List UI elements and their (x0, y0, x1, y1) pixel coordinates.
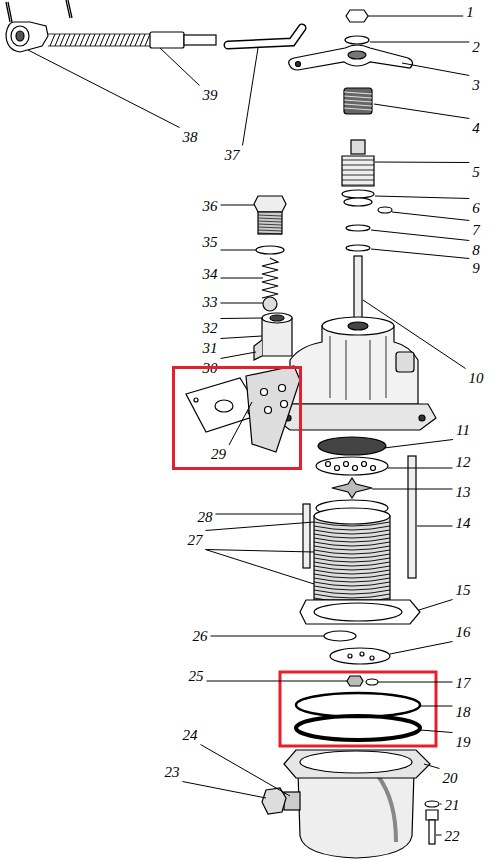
callout-number: 36 (203, 199, 218, 214)
leader-line (206, 522, 315, 531)
leader-line (417, 526, 453, 527)
leader-line (371, 230, 469, 241)
leader-line (388, 468, 453, 469)
leader-line (375, 162, 469, 164)
leader-line (368, 16, 463, 17)
callout-number: 12 (456, 455, 471, 470)
leader-line (28, 50, 180, 128)
leader-line (211, 636, 325, 637)
callout-number: 27 (188, 533, 203, 548)
callout-number: 34 (203, 267, 218, 282)
callout-number: 37 (225, 148, 240, 163)
callout-number: 28 (198, 510, 213, 525)
leader-line (390, 642, 453, 655)
callout-number: 10 (469, 371, 484, 386)
callout-number: 35 (203, 235, 218, 250)
leader-line (419, 600, 453, 611)
leader-line (206, 550, 315, 553)
leader-line (229, 402, 252, 445)
leader-line (436, 835, 442, 836)
leader-line (440, 804, 442, 805)
leader-line (201, 745, 291, 797)
leader-line (221, 336, 263, 339)
callout-number: 39 (203, 88, 218, 103)
leader-line (378, 682, 453, 683)
leader-line (221, 318, 264, 320)
callout-number: 24 (183, 728, 198, 743)
callout-number: 8 (472, 243, 480, 258)
callout-number: 21 (445, 798, 460, 813)
leader-line (207, 681, 348, 682)
leader-line (221, 303, 264, 304)
leader-line (243, 48, 259, 146)
callout-number: 29 (211, 447, 226, 462)
callout-number: 3 (472, 78, 480, 93)
callout-number: 20 (443, 771, 458, 786)
highlight-frame: 29 (172, 366, 302, 470)
leader-line (160, 48, 200, 86)
leader-line (420, 730, 453, 733)
callout-number: 16 (456, 625, 471, 640)
callout-number: 7 (472, 223, 480, 238)
leader-line (183, 782, 267, 799)
callout-number: 9 (472, 261, 480, 276)
leader-line (375, 196, 469, 199)
leader-line (384, 440, 453, 449)
callout-number: 14 (456, 516, 471, 531)
leader-line (371, 249, 469, 259)
callout-number: 2 (472, 40, 480, 55)
callout-number: 4 (472, 121, 480, 136)
leader-line (206, 550, 315, 585)
leader-line (372, 489, 453, 490)
callout-number: 15 (456, 583, 471, 598)
callout-number: 22 (445, 829, 460, 844)
leader-line (420, 706, 453, 707)
leader-line (424, 764, 440, 769)
leader-line (221, 278, 264, 279)
leader-line (216, 514, 304, 515)
leader-line (363, 300, 466, 369)
callout-number: 32 (203, 321, 218, 336)
leader-line (221, 250, 257, 251)
callout-number: 17 (456, 676, 471, 691)
callout-number: 25 (189, 669, 204, 684)
leader-line (392, 212, 469, 221)
callout-number: 19 (456, 735, 471, 750)
callout-number: 5 (472, 165, 480, 180)
callout-number: 23 (165, 765, 180, 780)
callout-number: 1 (466, 5, 474, 20)
callout-number: 33 (203, 295, 218, 310)
callout-number: 26 (193, 629, 208, 644)
leader-line (402, 63, 469, 76)
callout-number: 6 (472, 201, 480, 216)
leader-line (370, 42, 469, 43)
callout-number: 11 (456, 423, 470, 438)
callout-number: 13 (456, 485, 471, 500)
callout-number: 18 (456, 705, 471, 720)
callout-number: 31 (203, 341, 218, 356)
leader-line (221, 352, 257, 359)
leader-line (374, 104, 469, 119)
callout-number: 38 (183, 130, 198, 145)
leader-line (221, 205, 255, 206)
